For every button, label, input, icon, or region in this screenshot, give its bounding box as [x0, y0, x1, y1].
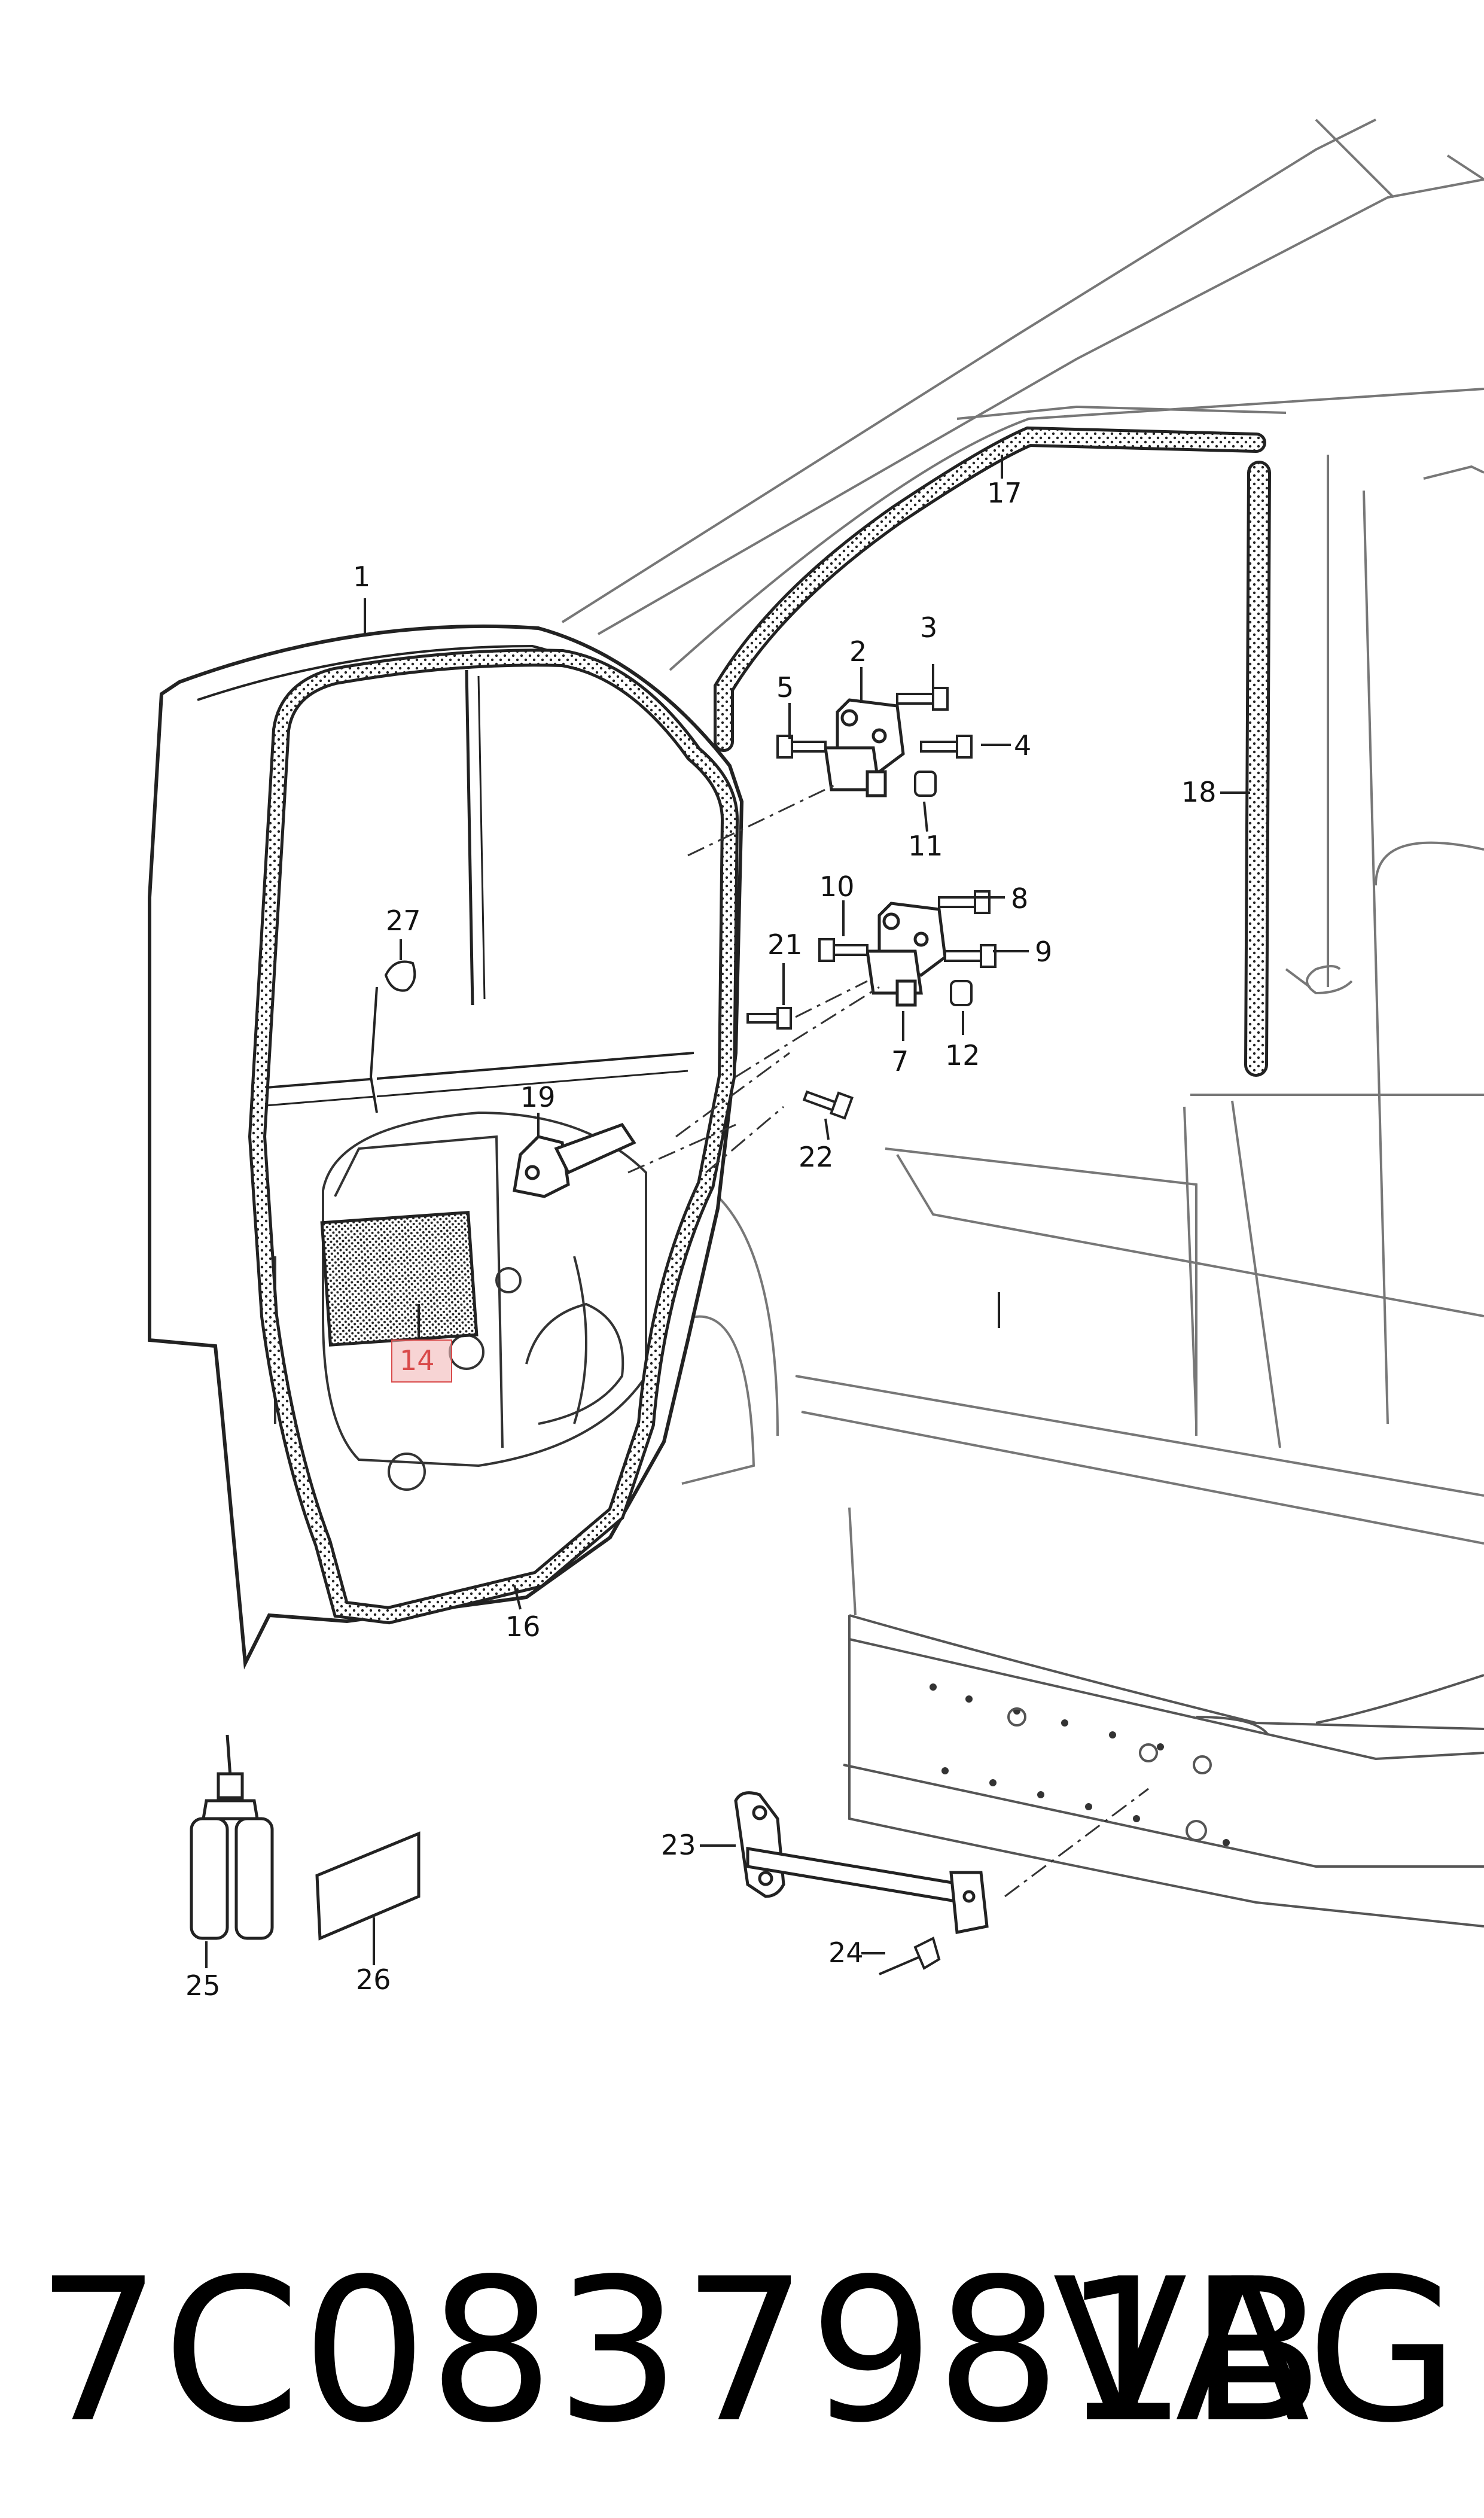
adhesive-cartridge	[190, 1734, 274, 1940]
callout-23: 23	[661, 1829, 696, 1861]
door-seal-fill	[251, 651, 736, 1622]
bolt-3	[896, 687, 949, 711]
callout-5: 5	[776, 671, 794, 704]
callout-4: 4	[1014, 729, 1031, 762]
instruction-sheet	[315, 1831, 420, 1941]
pillar-seal-fill	[1247, 464, 1268, 1074]
callout-7: 7	[891, 1045, 909, 1077]
door-shell	[148, 624, 744, 1670]
bush-12	[950, 980, 973, 1006]
lower-hinge	[866, 902, 947, 1007]
door-parts-diagram: 1 2 3 4 5 7 8 9 10 11 12 14 16 17 18 19 …	[148, 118, 1484, 2002]
bush-11	[914, 771, 937, 797]
bolt-4	[920, 735, 973, 759]
stud-27	[369, 960, 416, 1113]
part-number: 7C0837981B	[36, 2236, 1326, 2466]
upper-hinge	[824, 698, 905, 797]
callout-25: 25	[185, 1969, 221, 2002]
callout-3: 3	[920, 611, 937, 644]
callout-22: 22	[799, 1141, 834, 1173]
callout-11: 11	[908, 830, 943, 862]
bolt-5	[776, 735, 827, 759]
sill-panel	[843, 1614, 1484, 1928]
callout-26: 26	[356, 1963, 391, 1996]
callout-24: 24	[828, 1937, 864, 1969]
part-footer: 7C0837981B VAG	[36, 2225, 1459, 2477]
callout-17: 17	[987, 477, 1022, 509]
brand-label: VAG	[1052, 2236, 1459, 2466]
callout-21: 21	[767, 928, 803, 961]
callout-10: 10	[819, 870, 855, 903]
assembly-lines	[627, 783, 1149, 1898]
callout-16: 16	[505, 1610, 541, 1643]
callout-14-highlight	[391, 1339, 452, 1383]
callout-9: 9	[1035, 936, 1052, 968]
bolt-10	[818, 938, 869, 962]
callout-1: 1	[353, 561, 370, 593]
rivet-24	[879, 1937, 941, 1975]
leader-lines	[205, 455, 1250, 1968]
door-check-strap	[513, 1122, 636, 1198]
bolt-21	[746, 1007, 792, 1030]
bolt-8	[938, 890, 991, 914]
callout-18: 18	[1181, 776, 1217, 808]
callout-12: 12	[945, 1039, 980, 1071]
bolt-9	[944, 944, 997, 968]
callout-14: 14	[400, 1344, 435, 1377]
felt-pad	[320, 1211, 479, 1347]
callout-2: 2	[849, 635, 867, 668]
upper-body-seal-fill	[717, 429, 1263, 749]
door-retainer	[734, 1791, 989, 1934]
bolt-22	[802, 1090, 854, 1120]
callout-8: 8	[1011, 882, 1028, 915]
callout-labels: 1 2 3 4 5 7 8 9 10 11 12 14 16 17 18 19 …	[185, 477, 1217, 2002]
callout-19: 19	[520, 1081, 556, 1113]
callout-27: 27	[386, 905, 421, 937]
